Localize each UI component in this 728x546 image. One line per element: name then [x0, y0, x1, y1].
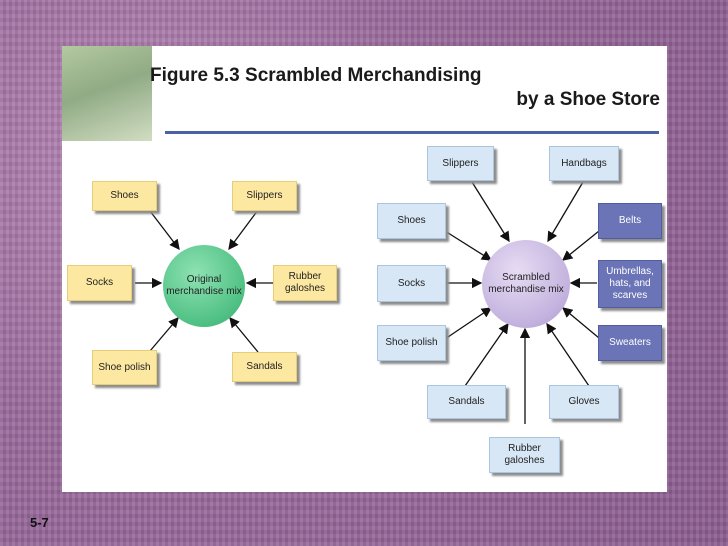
scrambled-item-sweaters: Sweaters — [598, 325, 662, 361]
scrambled-item-shoes: Shoes — [377, 203, 446, 239]
original-item-rubber-galoshes: Rubber galoshes — [273, 265, 337, 301]
original-item-shoe-polish: Shoe polish — [92, 350, 157, 385]
scrambled-mix-circle: Scrambled merchandise mix — [482, 240, 570, 328]
arrow-sandals-to-original — [229, 316, 259, 353]
original-item-socks: Socks — [67, 265, 132, 301]
arrow-slippers-to-scrambled — [471, 181, 510, 243]
scrambled-item-slippers: Slippers — [427, 146, 494, 181]
arrow-polish-to-scrambled — [444, 307, 493, 340]
title-underline — [165, 131, 659, 134]
original-mix-circle: Original merchandise mix — [163, 245, 245, 327]
arrow-belts-to-scrambled — [561, 230, 600, 261]
arrow-layer — [135, 181, 600, 424]
arrow-sandals-to-scrambled — [464, 322, 509, 387]
figure-panel: Figure 5.3 Scrambled Merchandising by a … — [62, 46, 667, 492]
arrow-gloves-to-scrambled — [546, 322, 590, 387]
scrambled-item-umbrellas-hats-scarves: Umbrellas, hats, and scarves — [598, 260, 662, 308]
title-line-2: by a Shoe Store — [516, 89, 660, 110]
scrambled-item-belts: Belts — [598, 203, 662, 239]
arrow-shoes-to-original — [149, 210, 180, 251]
arrow-polish-to-original — [149, 317, 179, 352]
scrambled-item-sandals: Sandals — [427, 385, 506, 419]
photo-background — [62, 46, 152, 141]
title-line-1: Figure 5.3 Scrambled Merchandising — [150, 65, 482, 86]
scrambled-item-gloves: Gloves — [549, 385, 619, 419]
arrow-sweaters-to-scrambled — [562, 307, 600, 339]
original-item-slippers: Slippers — [232, 181, 297, 211]
arrow-shoes-to-scrambled — [444, 230, 493, 261]
original-item-shoes: Shoes — [92, 181, 157, 211]
scrambled-item-handbags: Handbags — [549, 146, 619, 181]
figure-title: Figure 5.3 Scrambled Merchandising by a … — [150, 64, 660, 112]
arrow-slippers-to-original — [228, 209, 259, 251]
scrambled-item-shoe-polish: Shoe polish — [377, 325, 446, 361]
scrambled-item-socks: Socks — [377, 265, 446, 302]
scrambled-item-rubber-galoshes: Rubber galoshes — [489, 437, 560, 473]
arrow-handbags-to-scrambled — [547, 181, 584, 243]
original-item-sandals: Sandals — [232, 352, 297, 382]
slide-number: 5-7 — [30, 515, 49, 530]
